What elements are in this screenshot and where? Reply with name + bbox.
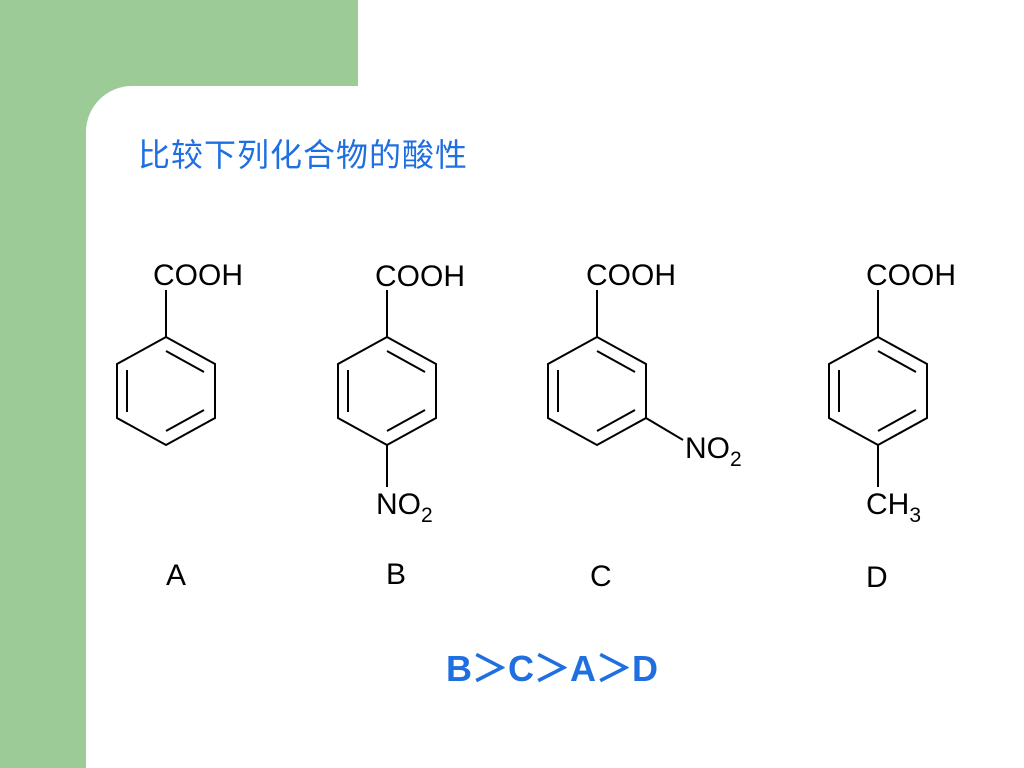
slide-title: 比较下列化合物的酸性 bbox=[138, 136, 469, 174]
b-no2-label: NO2 bbox=[376, 488, 433, 527]
compound-label-c: C bbox=[590, 560, 612, 593]
acidity-order-answer: B＞C＞A＞D bbox=[446, 648, 658, 689]
ring-d bbox=[828, 290, 928, 487]
d-ch3-label: CH3 bbox=[866, 488, 921, 527]
slide-panel bbox=[86, 86, 1024, 768]
c-cooh-label: COOH bbox=[586, 259, 676, 292]
ring-c bbox=[547, 290, 684, 447]
compound-label-d: D bbox=[866, 561, 888, 594]
c-no2-main: NO bbox=[685, 432, 730, 465]
b-no2-main: NO bbox=[376, 488, 421, 521]
ring-a bbox=[116, 290, 216, 447]
white-top-band bbox=[358, 0, 1024, 86]
c-no2-sub: 2 bbox=[730, 448, 742, 471]
b-cooh-label: COOH bbox=[375, 260, 465, 293]
compound-label-a: A bbox=[166, 559, 187, 592]
c-no2-label: NO2 bbox=[685, 432, 742, 471]
d-ch3-main: CH bbox=[866, 488, 909, 521]
a-cooh-label: COOH bbox=[153, 259, 243, 292]
ring-b bbox=[337, 290, 437, 487]
b-no2-sub: 2 bbox=[421, 504, 433, 527]
d-cooh-label: COOH bbox=[866, 259, 956, 292]
compound-label-b: B bbox=[386, 558, 407, 591]
d-ch3-sub: 3 bbox=[909, 504, 921, 527]
